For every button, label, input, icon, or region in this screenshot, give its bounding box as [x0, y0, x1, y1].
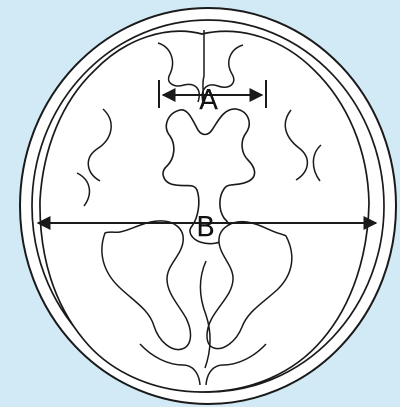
label-b: B [196, 210, 215, 243]
label-a: A [199, 83, 218, 116]
